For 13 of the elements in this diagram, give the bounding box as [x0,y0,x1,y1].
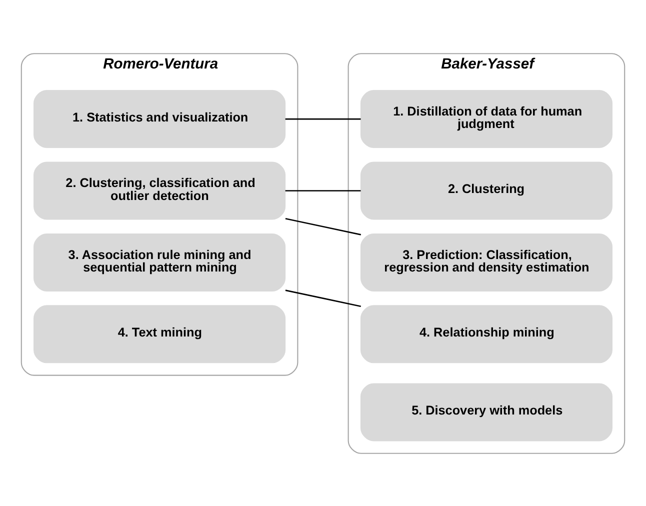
connector [285,190,361,191]
connector [285,289,362,307]
node-box: 5. Discovery with models [360,382,612,441]
node-box: 2. Clustering [360,161,612,220]
connector [285,118,361,120]
node-box: 2. Clustering, classification and outlier detection [34,161,286,220]
connector [285,217,362,235]
node-box: 4. Text mining [34,304,286,363]
node-box: 1. Statistics and visualization [34,90,286,148]
node-box: 4. Relationship mining [360,304,612,363]
node-box: 3. Prediction: Classification, regression and density estimation [360,232,612,291]
node-box: 1. Distillation of data for human judgment [360,90,612,148]
node-box: 3. Association rule mining and sequential pattern mining [34,232,286,291]
